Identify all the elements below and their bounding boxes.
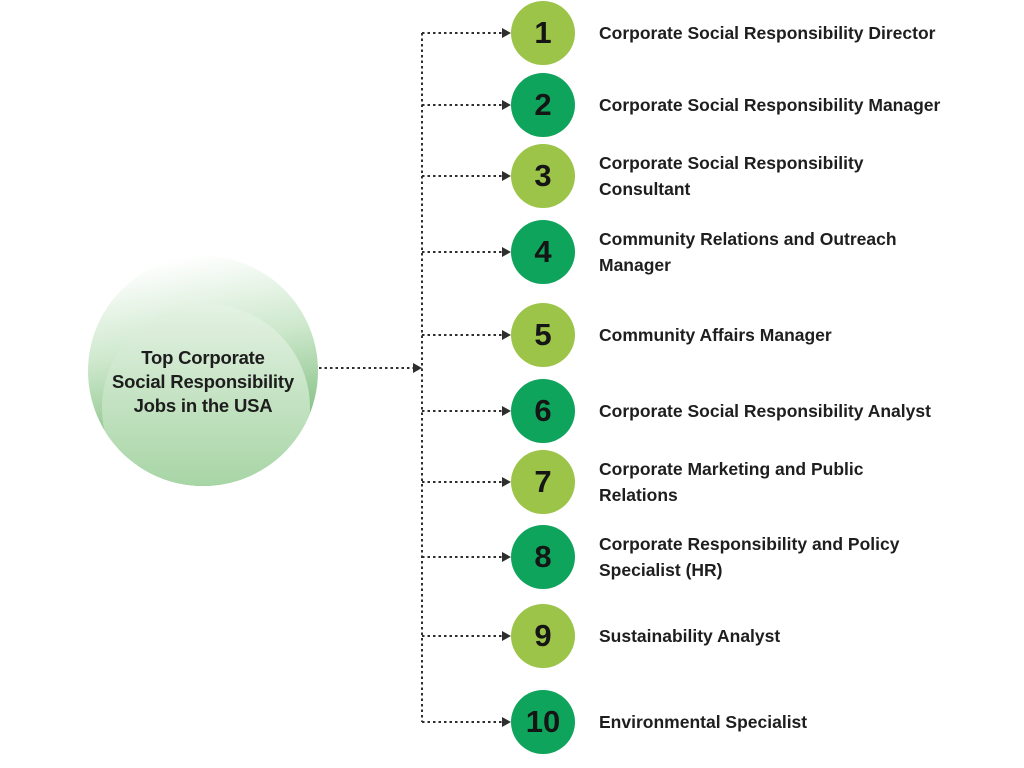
branch-connector-line bbox=[422, 481, 502, 483]
branch-connector-line bbox=[422, 334, 502, 336]
branch-arrowhead-icon bbox=[502, 330, 511, 340]
item-label-line: Manager bbox=[599, 255, 671, 275]
item-number: 7 bbox=[534, 464, 552, 499]
branch-arrowhead-icon bbox=[502, 171, 511, 181]
central-topic-title-line: Top Corporate bbox=[141, 347, 265, 368]
item-label: Corporate Social Responsibility Manager bbox=[599, 92, 940, 118]
root-connector-line bbox=[319, 367, 413, 369]
branch-arrowhead-icon bbox=[502, 477, 511, 487]
root-arrowhead-icon bbox=[413, 363, 422, 373]
item-number: 6 bbox=[534, 393, 552, 428]
item-number: 3 bbox=[534, 158, 552, 193]
item-label-line: Corporate Responsibility and Policy bbox=[599, 534, 900, 554]
item-label-line: Corporate Social Responsibility Analyst bbox=[599, 401, 931, 421]
central-topic-inner-circle bbox=[102, 304, 310, 486]
list-item: 2 Corporate Social Responsibility Manager bbox=[422, 73, 940, 137]
item-number-badge: 2 bbox=[511, 73, 575, 137]
item-number: 2 bbox=[534, 87, 552, 122]
branch-arrowhead-icon bbox=[502, 247, 511, 257]
branch-connector-line bbox=[422, 104, 502, 106]
central-topic-bubble bbox=[88, 256, 318, 486]
item-label-line: Sustainability Analyst bbox=[599, 626, 781, 646]
item-number: 4 bbox=[534, 234, 552, 269]
item-number-badge: 6 bbox=[511, 379, 575, 443]
central-topic-title-line: Social Responsibility bbox=[112, 371, 294, 392]
branch-connector-line bbox=[422, 175, 502, 177]
item-label-line: Consultant bbox=[599, 179, 691, 199]
branch-connector-line bbox=[422, 32, 502, 34]
branch-connector-line bbox=[422, 556, 502, 558]
item-number: 8 bbox=[534, 539, 552, 574]
central-topic-title: Top Corporate Social Responsibility Jobs… bbox=[88, 346, 318, 418]
branch-arrowhead-icon bbox=[502, 717, 511, 727]
item-number-badge: 4 bbox=[511, 220, 575, 284]
item-number: 10 bbox=[525, 704, 561, 739]
item-number-badge: 5 bbox=[511, 303, 575, 367]
item-label: Sustainability Analyst bbox=[599, 623, 780, 649]
branch-arrowhead-icon bbox=[502, 28, 511, 38]
item-number-badge: 8 bbox=[511, 525, 575, 589]
item-label-line: Corporate Social Responsibility Director bbox=[599, 23, 936, 43]
branch-arrowhead-icon bbox=[502, 100, 511, 110]
item-label: Corporate Social Responsibility Analyst bbox=[599, 398, 931, 424]
item-label: Corporate Social Responsibility Director bbox=[599, 20, 935, 46]
item-label-line: Corporate Marketing and Public bbox=[599, 459, 864, 479]
branch-connector-line bbox=[422, 251, 502, 253]
list-item: 9 Sustainability Analyst bbox=[422, 604, 780, 668]
item-number-badge: 7 bbox=[511, 450, 575, 514]
branch-arrowhead-icon bbox=[502, 406, 511, 416]
list-item: 1 Corporate Social Responsibility Directo… bbox=[422, 1, 935, 65]
item-label-line: Specialist (HR) bbox=[599, 560, 723, 580]
item-label-line: Community Relations and Outreach bbox=[599, 229, 897, 249]
branch-connector-line bbox=[422, 721, 502, 723]
list-item: 10 Environmental Specialist bbox=[422, 690, 807, 754]
item-number-badge: 3 bbox=[511, 144, 575, 208]
list-item: 6 Corporate Social Responsibility Analyst bbox=[422, 379, 931, 443]
branch-connector-line bbox=[422, 410, 502, 412]
item-number: 5 bbox=[534, 317, 552, 352]
item-label-line: Environmental Specialist bbox=[599, 712, 808, 732]
item-label-line: Community Affairs Manager bbox=[599, 325, 832, 345]
item-number-badge: 10 bbox=[511, 690, 575, 754]
item-label: Environmental Specialist bbox=[599, 709, 807, 735]
branch-arrowhead-icon bbox=[502, 552, 511, 562]
item-number-badge: 1 bbox=[511, 1, 575, 65]
item-number: 1 bbox=[534, 15, 552, 50]
central-topic-title-line: Jobs in the USA bbox=[133, 395, 273, 416]
item-label-line: Relations bbox=[599, 485, 678, 505]
list-item: 5 Community Affairs Manager bbox=[422, 303, 832, 367]
item-number: 9 bbox=[534, 618, 552, 653]
trunk-connector-line bbox=[421, 33, 423, 722]
item-number-badge: 9 bbox=[511, 604, 575, 668]
branch-connector-line bbox=[422, 635, 502, 637]
item-label-line: Corporate Social Responsibility bbox=[599, 153, 864, 173]
branch-arrowhead-icon bbox=[502, 631, 511, 641]
item-label: Community Affairs Manager bbox=[599, 322, 832, 348]
item-label-line: Corporate Social Responsibility Manager bbox=[599, 95, 941, 115]
